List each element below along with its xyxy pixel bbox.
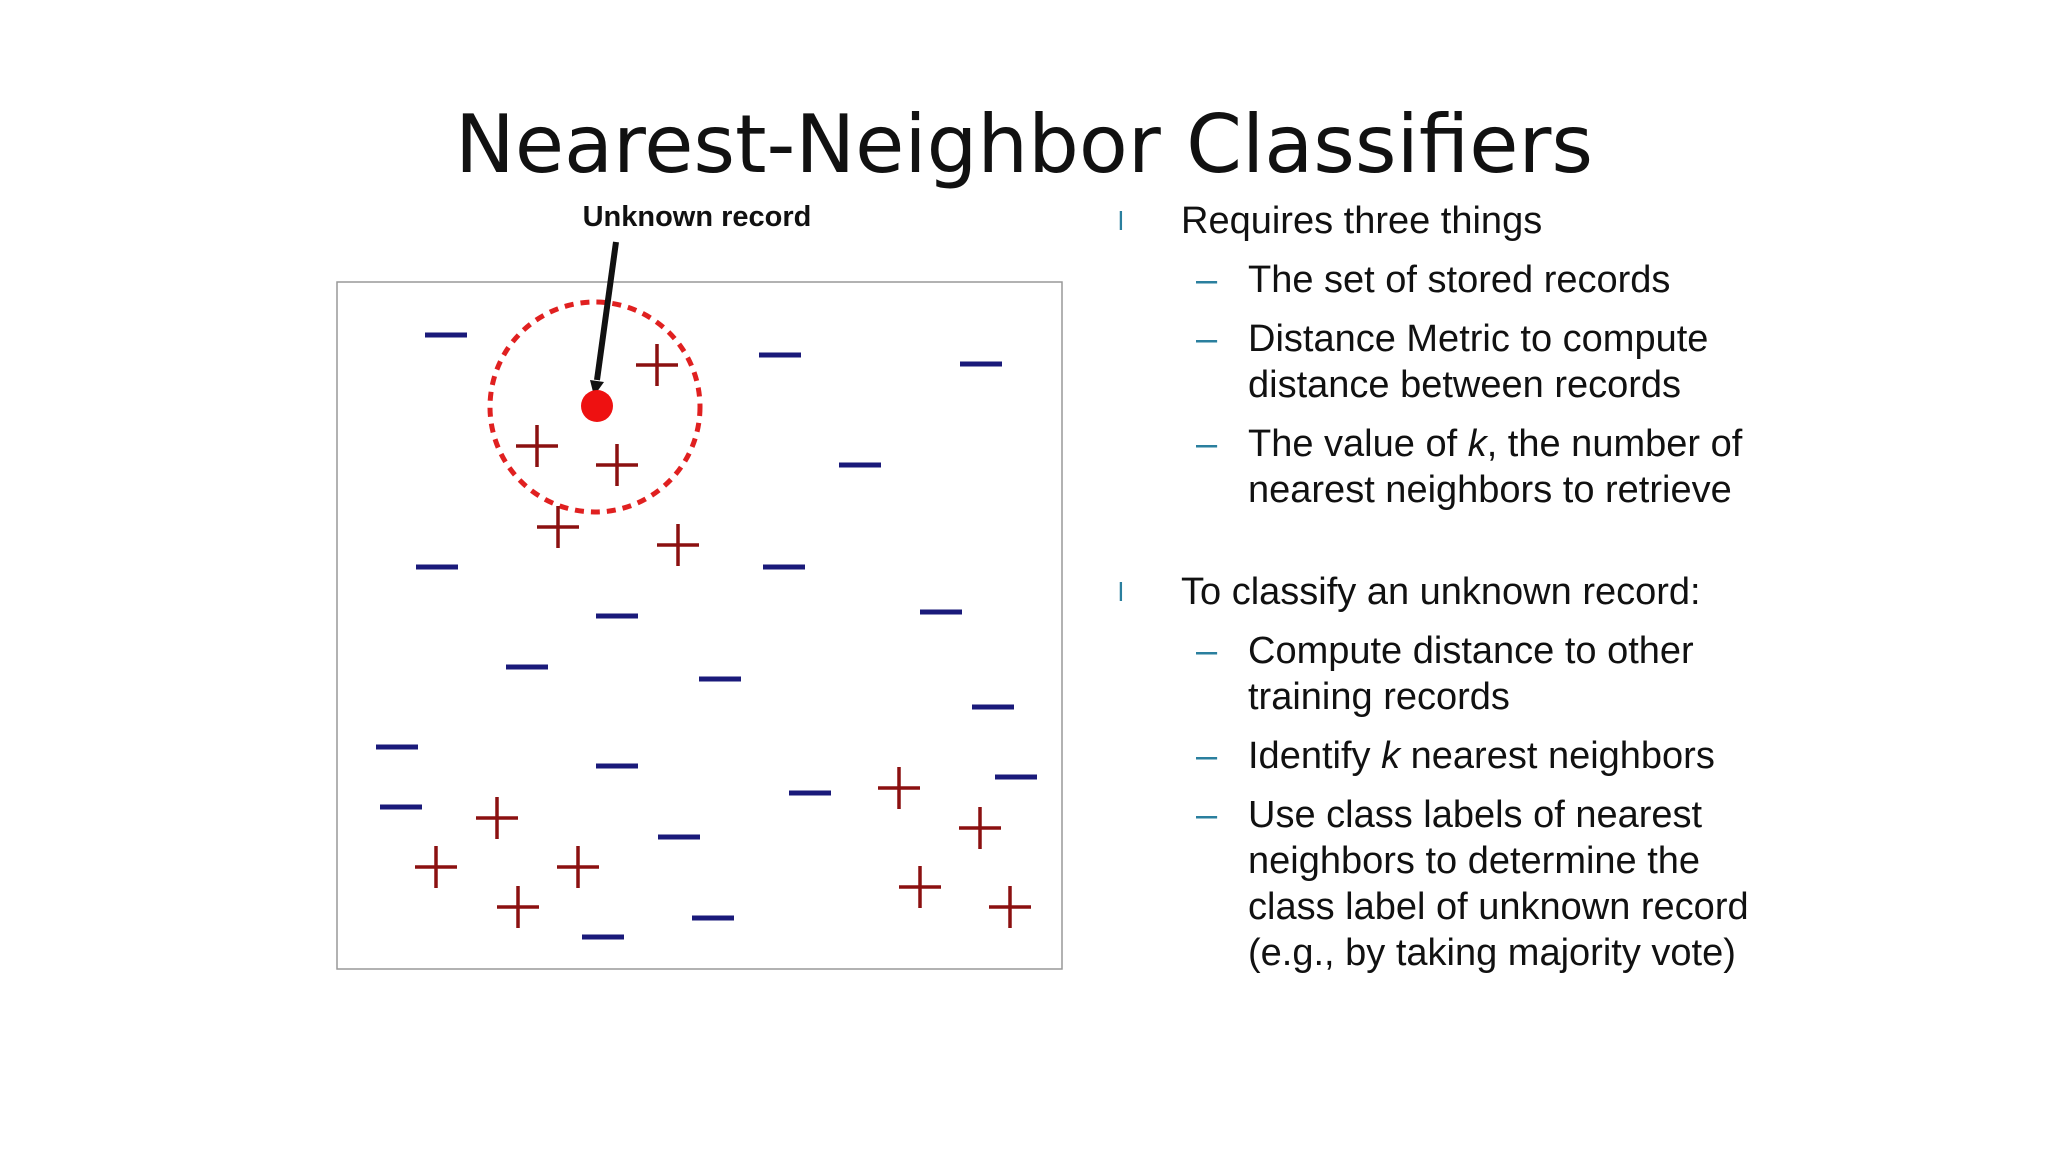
text-segment: The set of stored records bbox=[1248, 259, 1671, 301]
text-segment: Use class labels of nearest bbox=[1248, 794, 1703, 836]
plus-sign-icon bbox=[959, 807, 1001, 849]
text-segment: nearest neighbors bbox=[1400, 735, 1715, 777]
text-segment: Compute distance to other bbox=[1248, 630, 1694, 672]
sub-bullet-line: Use class labels of nearest bbox=[1248, 792, 1998, 838]
plus-sign-icon bbox=[989, 886, 1031, 928]
text-segment: , the number of bbox=[1486, 423, 1743, 465]
dash-icon: – bbox=[1196, 318, 1218, 360]
plus-sign-icon bbox=[516, 425, 558, 467]
sub-bullet-line: Distance Metric to compute bbox=[1248, 316, 1998, 362]
slide-title: Nearest-Neighbor Classifiers bbox=[454, 98, 1594, 191]
plus-sign-icon bbox=[636, 344, 678, 386]
text-segment: training records bbox=[1248, 676, 1510, 718]
bullet-heading: Requires three things bbox=[1181, 200, 1543, 242]
pointer-arrow bbox=[594, 241, 619, 381]
plus-sign-icon bbox=[657, 524, 699, 566]
sub-bullet: –Identify k nearest neighbors bbox=[1196, 733, 1998, 779]
text-segment: nearest neighbors to retrieve bbox=[1248, 469, 1732, 511]
text-segment: Identify bbox=[1248, 735, 1382, 777]
dash-icon: – bbox=[1196, 423, 1218, 465]
sub-bullet-line: training records bbox=[1248, 674, 1998, 720]
plus-sign-icon bbox=[878, 767, 920, 809]
neighborhood-circle bbox=[487, 299, 703, 515]
sub-bullet-line: The set of stored records bbox=[1248, 257, 1998, 303]
text-segment: class label of unknown record bbox=[1248, 886, 1749, 928]
plus-sign-icon bbox=[899, 866, 941, 908]
unknown-record-label: Unknown record bbox=[583, 201, 812, 233]
dash-icon: – bbox=[1196, 735, 1218, 777]
plus-sign-icon bbox=[497, 886, 539, 928]
text-segment: (e.g., by taking majority vote) bbox=[1248, 932, 1736, 974]
dash-icon: – bbox=[1196, 794, 1218, 836]
plus-sign-icon bbox=[476, 797, 518, 839]
plus-sign-icon bbox=[415, 846, 457, 888]
plus-sign-icon bbox=[557, 846, 599, 888]
text-segment: distance between records bbox=[1248, 364, 1682, 406]
text-segment: The value of bbox=[1248, 423, 1468, 465]
bullet-marker-icon: l bbox=[1118, 206, 1124, 236]
sub-bullet-line: (e.g., by taking majority vote) bbox=[1248, 930, 1998, 976]
text-segment: neighbors to determine the bbox=[1248, 840, 1701, 882]
dash-icon: – bbox=[1196, 630, 1218, 672]
sub-bullet-line: neighbors to determine the bbox=[1248, 838, 1998, 884]
italic-variable: k bbox=[1467, 423, 1487, 465]
bullet-marker-icon: l bbox=[1118, 577, 1124, 607]
sub-bullet-line: The value of k, the number of bbox=[1248, 421, 1998, 467]
training-points bbox=[376, 332, 1037, 940]
sub-bullet-line: Compute distance to other bbox=[1248, 628, 1998, 674]
sub-bullet-line: Identify k nearest neighbors bbox=[1248, 733, 1998, 779]
text-segment: Distance Metric to compute bbox=[1248, 318, 1709, 360]
dash-icon: – bbox=[1196, 259, 1218, 301]
bullet-heading: To classify an unknown record: bbox=[1181, 571, 1701, 613]
plus-sign-icon bbox=[596, 444, 638, 486]
sub-bullet-list: –The set of stored records–Distance Metr… bbox=[1118, 257, 1998, 513]
sub-bullet-line: nearest neighbors to retrieve bbox=[1248, 467, 1998, 513]
sub-bullet-line: class label of unknown record bbox=[1248, 884, 1998, 930]
sub-bullet: –The set of stored records bbox=[1196, 257, 1998, 303]
plus-sign-icon bbox=[537, 506, 579, 548]
italic-variable: k bbox=[1381, 735, 1401, 777]
red-dot-icon bbox=[581, 390, 613, 422]
sub-bullet-line: distance between records bbox=[1248, 362, 1998, 408]
